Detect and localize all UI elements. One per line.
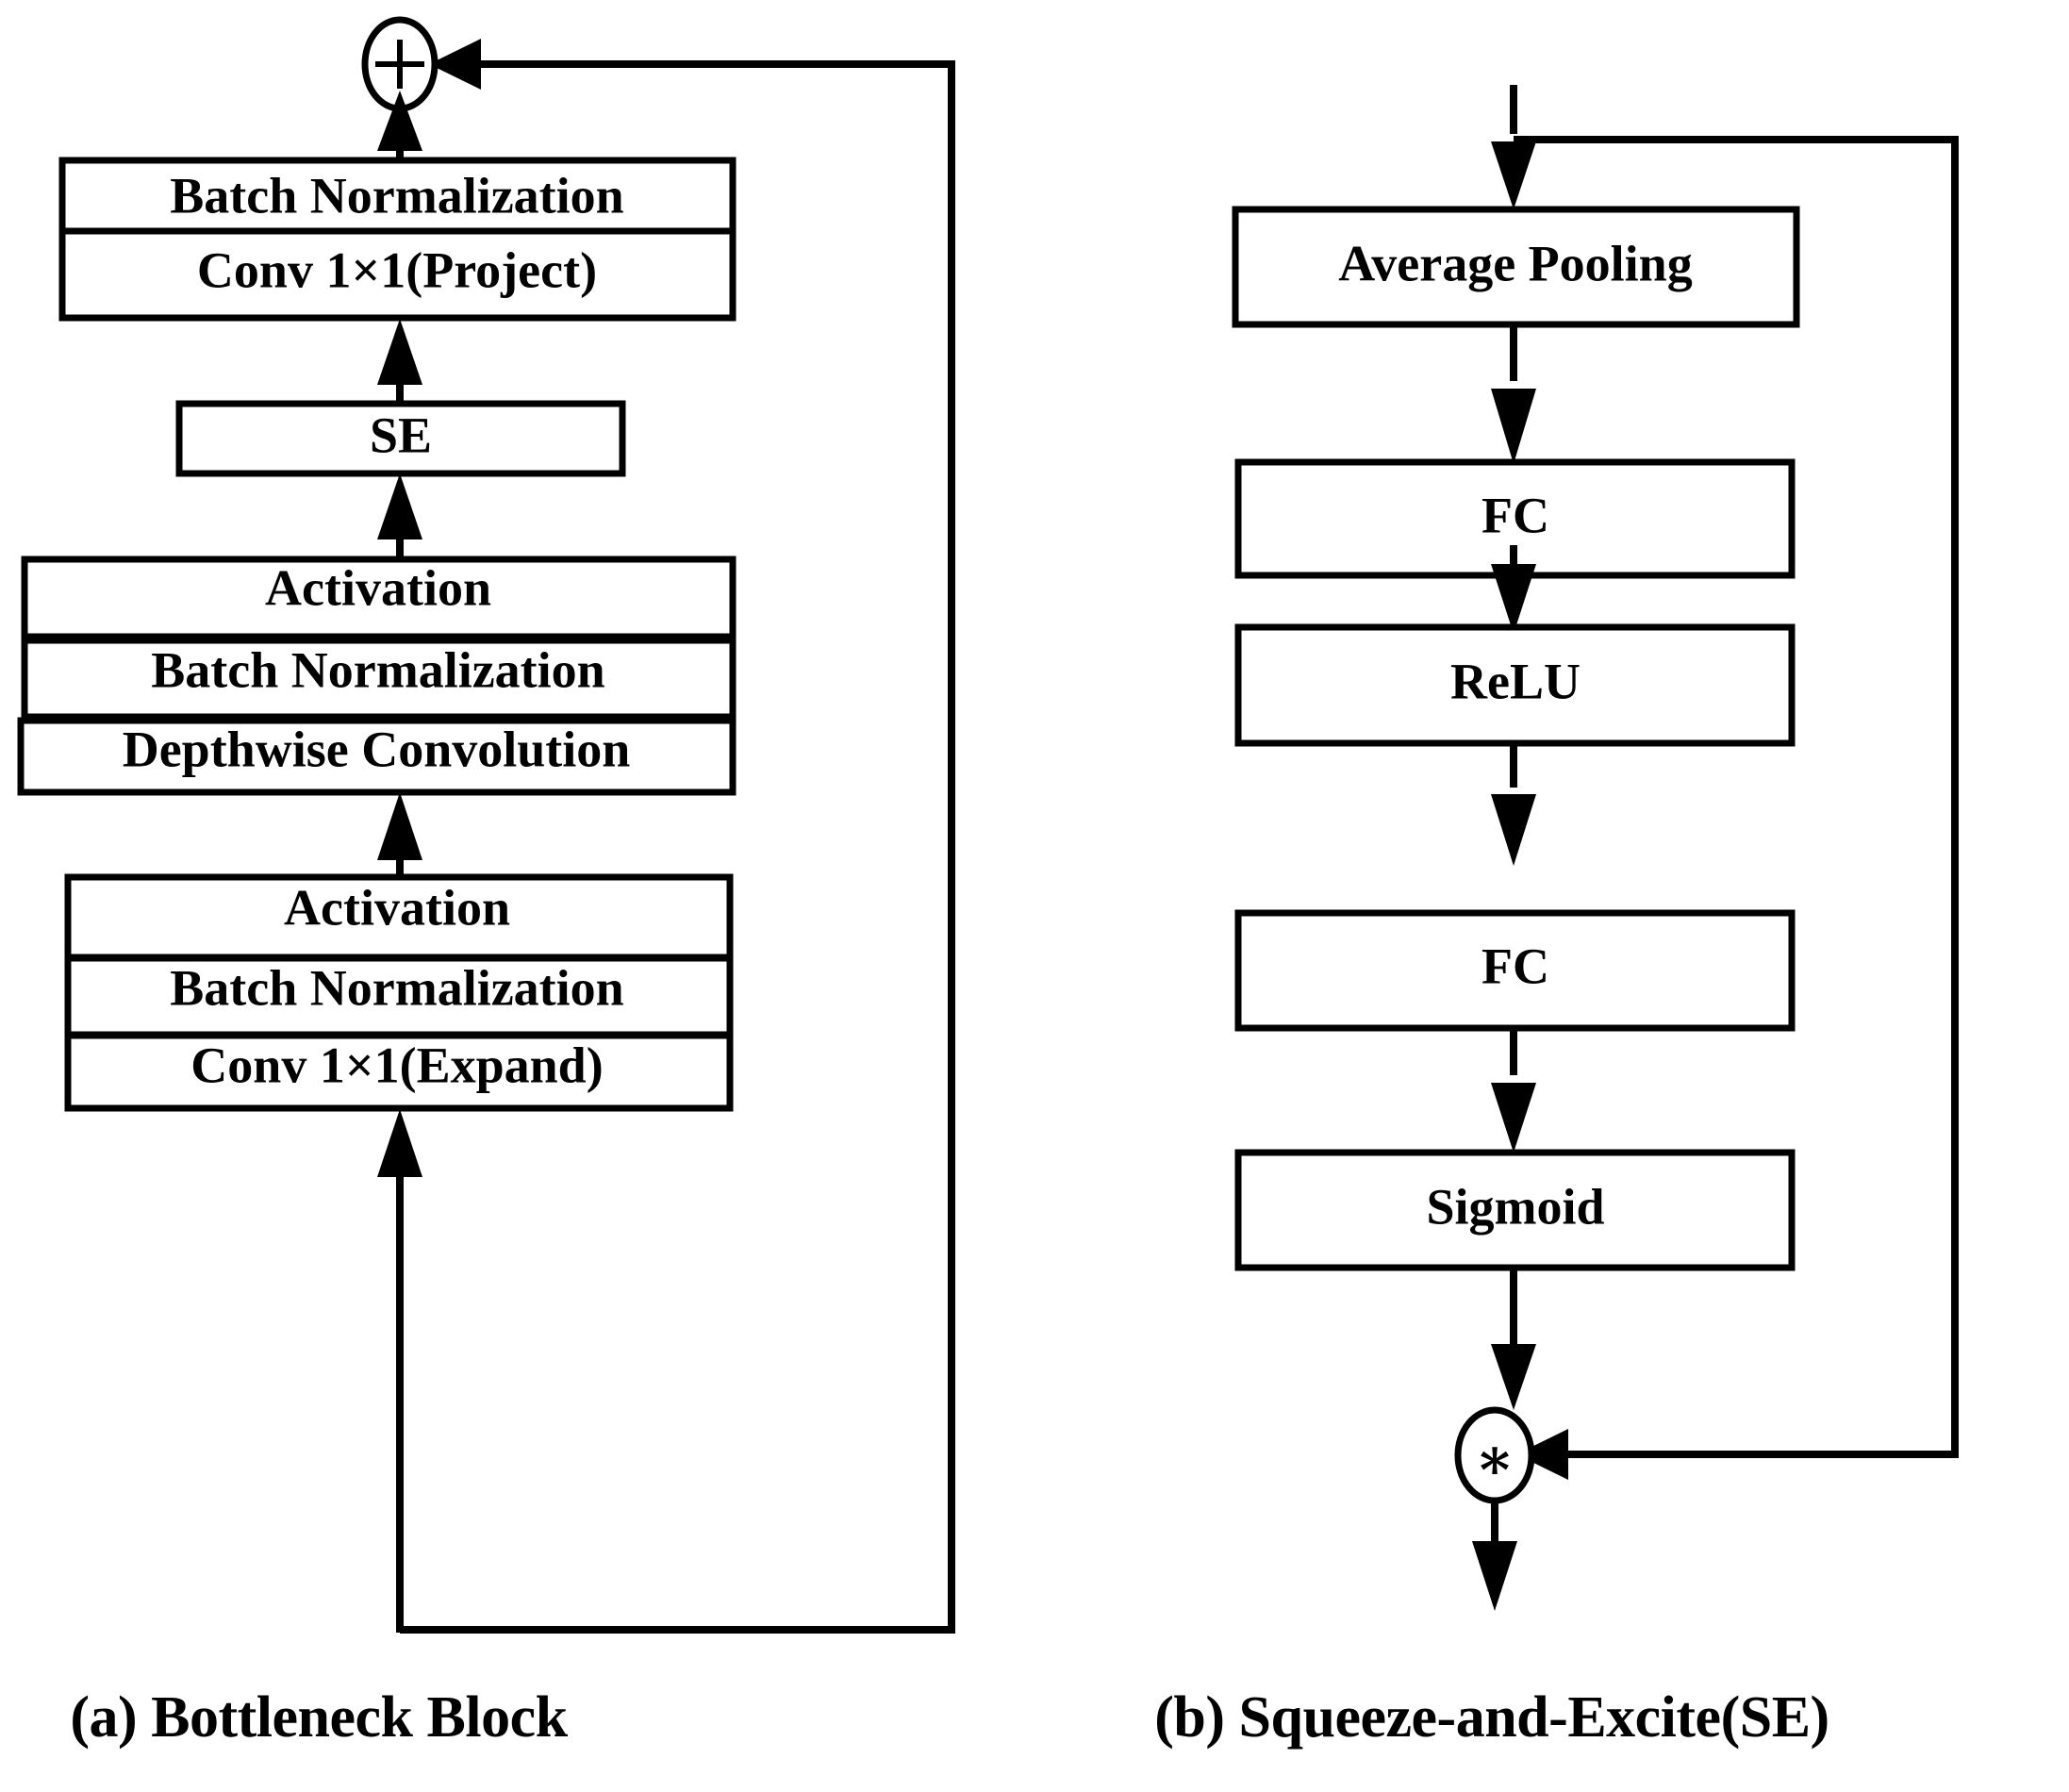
arrow-head-up (377, 473, 422, 539)
panel-a-bottleneck-block: Batch Normalization Conv 1×1(Project) SE (17, 16, 955, 1750)
box-relu-label: ReLU (1450, 653, 1581, 709)
box-bn-project[interactable] (58, 157, 737, 235)
box-activation-1[interactable] (64, 873, 734, 961)
arrow-relu-to-fc2 (1491, 743, 1536, 866)
multiply-node: ∗ (1454, 1406, 1535, 1504)
group-depthwise: Activation Batch Normalization Depthwise… (17, 556, 737, 796)
group-project: Batch Normalization Conv 1×1(Project) (58, 157, 737, 322)
add-node (361, 16, 439, 112)
arrow-head-up (377, 792, 422, 860)
arrow-fc1-to-relu (1491, 545, 1536, 634)
caption-panel-a: (a) Bottleneck Block (70, 1685, 568, 1750)
arrow-avgpool-to-fc1 (1491, 324, 1536, 464)
box-fc-1-label: FC (1481, 487, 1549, 543)
arrow-multiply-output (1472, 1501, 1517, 1611)
skip-connection-path-a (400, 39, 955, 1634)
arrow-head-up (377, 91, 422, 151)
arrow-head-down (1491, 141, 1536, 209)
arrow-se-to-project (377, 319, 422, 406)
arrow-head-down (1491, 794, 1536, 866)
group-fc-2: FC (1234, 909, 1796, 1032)
arrow-head-up (377, 1109, 422, 1177)
box-activation-2[interactable] (21, 556, 737, 640)
panel-b-squeeze-and-excite: Average Pooling FC ReLU (1154, 85, 1959, 1750)
box-sigmoid-label: Sigmoid (1426, 1178, 1604, 1235)
box-conv-expand[interactable] (64, 1032, 734, 1112)
group-avgpool: Average Pooling (1232, 206, 1800, 328)
arrow-head-down (1491, 1344, 1536, 1410)
box-conv-project-label: Conv 1×1(Project) (197, 241, 597, 298)
asterisk-icon: ∗ (1475, 1428, 1515, 1492)
caption-panel-b: (b) Squeeze-and-Excite(SE) (1154, 1685, 1829, 1750)
arrow-head-down (1491, 1083, 1536, 1153)
skip-arrowhead-left (429, 39, 481, 90)
box-depthwise-convolution[interactable] (17, 717, 737, 796)
skip-connection-path-b (1514, 136, 1959, 1480)
box-sigmoid[interactable] (1234, 1149, 1796, 1271)
box-bn-1-label: Batch Normalization (170, 959, 623, 1016)
box-depthwise-label: Depthwise Convolution (123, 721, 631, 777)
arrow-activation2-to-se (377, 473, 422, 560)
box-bn-2-label: Batch Normalization (151, 641, 604, 698)
box-bn-1[interactable] (64, 954, 734, 1038)
arrow-head-down (1472, 1541, 1517, 1611)
group-sigmoid: Sigmoid (1234, 1149, 1796, 1271)
box-conv-expand-label: Conv 1×1(Expand) (190, 1037, 603, 1093)
box-conv-project[interactable] (58, 225, 737, 322)
group-se: SE (175, 400, 626, 477)
box-se[interactable] (175, 400, 626, 477)
box-activation-1-label: Activation (284, 879, 510, 936)
box-fc-2-label: FC (1481, 937, 1549, 994)
box-average-pooling-label: Average Pooling (1338, 235, 1692, 291)
box-bn-2[interactable] (21, 637, 737, 721)
box-se-label: SE (370, 407, 432, 463)
group-relu: ReLU (1234, 623, 1796, 747)
arrow-head-down (1491, 564, 1536, 634)
box-activation-2-label: Activation (265, 559, 491, 616)
arrow-input-to-avgpool (1491, 85, 1536, 209)
arrow-activation1-to-depthwise (377, 792, 422, 879)
box-bn-project-label: Batch Normalization (170, 167, 623, 224)
arrow-input-to-expand (377, 1109, 422, 1633)
arrow-fc2-to-sigmoid (1491, 1028, 1536, 1153)
arrow-head-up (377, 319, 422, 385)
group-expand: Activation Batch Normalization Conv 1×1(… (64, 873, 734, 1112)
skip-arrowhead-left (1516, 1429, 1568, 1480)
arrow-sigmoid-to-multiply (1491, 1268, 1536, 1410)
arrow-head-down (1491, 389, 1536, 464)
box-relu[interactable] (1234, 623, 1796, 747)
